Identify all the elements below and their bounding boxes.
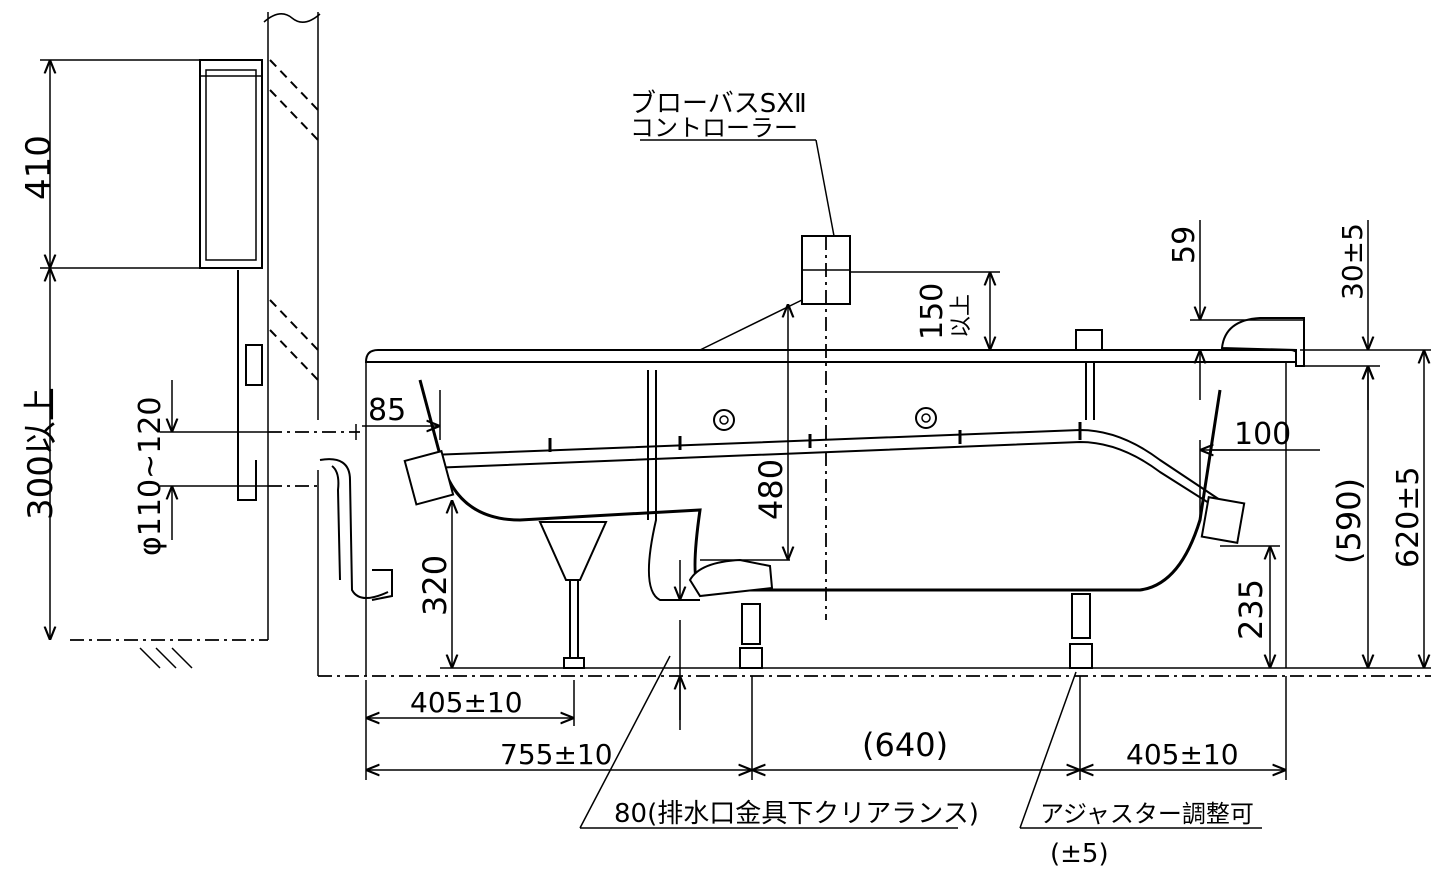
dim-100: 100 bbox=[1234, 417, 1291, 452]
dim-320: 320 bbox=[416, 555, 454, 616]
dim-590: (590) bbox=[1330, 478, 1368, 564]
dim-phi: φ110~120 bbox=[133, 397, 168, 556]
dim-300: 300以上 bbox=[21, 387, 61, 520]
controller-label-2: コントローラー bbox=[630, 114, 798, 142]
dim-85: 85 bbox=[368, 393, 406, 428]
dimension-lines bbox=[40, 59, 1431, 829]
adjuster-note: アジャスター調整可 bbox=[1040, 800, 1254, 828]
adjuster-tolerance: (±5) bbox=[1050, 839, 1109, 869]
bathtub bbox=[364, 317, 1305, 676]
dim-150-sub: 以上 bbox=[949, 294, 974, 338]
blowbath-controller bbox=[640, 139, 851, 620]
dim-755: 755±10 bbox=[500, 738, 613, 771]
wall-pipes bbox=[268, 424, 393, 601]
dim-59: 59 bbox=[1167, 226, 1202, 264]
controller-label-1: ブローバスSXⅡ bbox=[630, 89, 807, 119]
labels: ブローバスSXⅡ コントローラー 410 300以上 φ110~120 85 1… bbox=[19, 89, 1426, 869]
dim-620: 620±5 bbox=[1391, 467, 1426, 568]
dim-30: 30±5 bbox=[1336, 223, 1369, 300]
dim-405-left: 405±10 bbox=[410, 686, 523, 719]
dim-405-right: 405±10 bbox=[1126, 738, 1239, 771]
dim-480: 480 bbox=[752, 459, 790, 520]
clearance-note: 80(排水口金具下クリアランス) bbox=[614, 799, 979, 829]
dim-410: 410 bbox=[19, 135, 59, 200]
dim-150: 150 bbox=[915, 283, 950, 340]
dim-235: 235 bbox=[1232, 579, 1270, 640]
dim-640: (640) bbox=[862, 726, 948, 764]
wall bbox=[70, 12, 321, 676]
controller-box bbox=[199, 59, 263, 501]
